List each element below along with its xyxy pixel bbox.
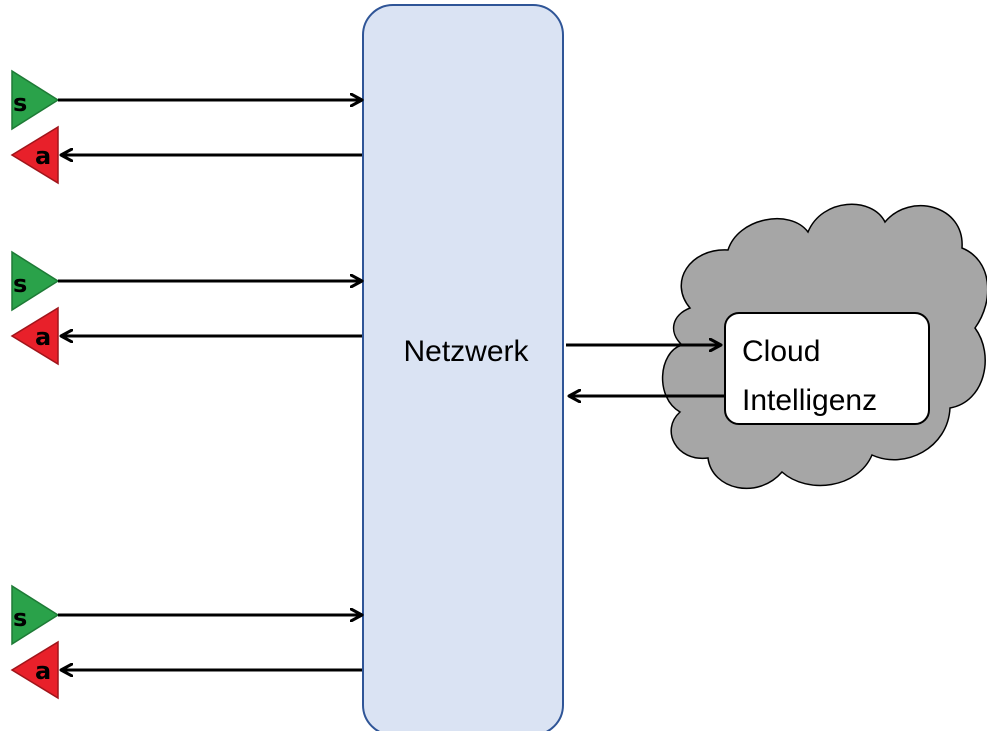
sensor-label-2: s — [13, 270, 27, 298]
cloud-group: Cloud Intelligenz — [661, 203, 987, 489]
sensor-triangle-1 — [11, 69, 60, 131]
cloud-intelligence-box — [724, 312, 930, 425]
cloud-label-line2: Intelligenz — [742, 384, 877, 417]
actuator-label-1: a — [35, 142, 51, 170]
sensor-triangle-2 — [11, 250, 60, 312]
actuator-triangle-1 — [10, 125, 59, 185]
actuator-label-3: a — [35, 657, 51, 685]
node-group-2: s a — [10, 250, 362, 366]
sensor-label-1: s — [13, 89, 27, 117]
network-box — [362, 4, 564, 731]
actuator-triangle-2 — [10, 306, 59, 366]
actuator-label-2: a — [35, 323, 51, 351]
node-group-1: s a — [10, 69, 362, 185]
sensor-label-3: s — [13, 604, 27, 632]
node-group-3: s a — [10, 584, 362, 700]
sensor-triangle-3 — [11, 584, 60, 646]
cloud-label-line1: Cloud — [742, 335, 820, 368]
actuator-triangle-3 — [10, 640, 59, 700]
network-label: Netzwerk — [403, 335, 529, 368]
